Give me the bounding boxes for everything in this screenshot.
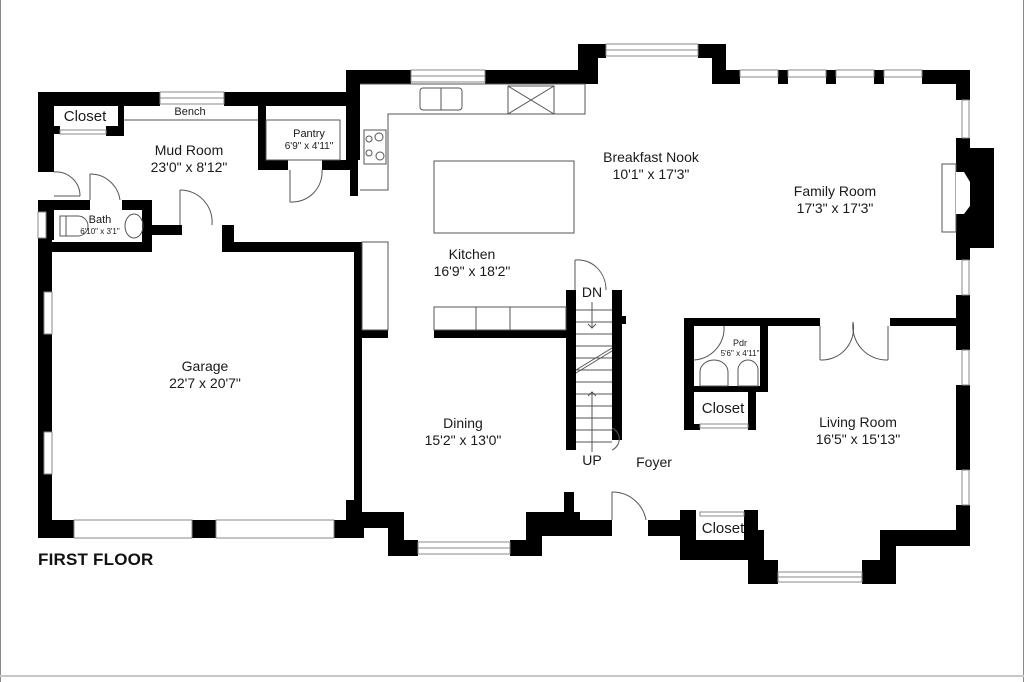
room-dimensions: 10'1" x 17'3" [612,165,690,182]
room-label-family-room: Family Room 17'3" x 17'3" [794,183,876,217]
stair-treads [575,302,613,452]
room-label-powder: Pdr 5'6" x 4'11" [721,338,760,358]
closet-label-powder: Closet [701,400,745,417]
room-dimensions: 22'7 x 20'7" [169,374,241,391]
room-label-pantry: Pantry 6'9" x 4'11" [285,128,334,153]
stairs-down-label: DN [581,284,603,300]
room-label-kitchen: Kitchen 16'9" x 18'2" [434,246,511,280]
room-name: Family Room [793,183,877,199]
exterior-walls [38,44,994,584]
room-name: Pantry [293,128,325,140]
fixtures [53,83,970,521]
room-dimensions: 15'2" x 13'0" [424,431,502,448]
room-dimensions: 6'9" x 4'11" [284,141,334,153]
windows [37,43,970,583]
room-dimensions: 6'10" x 3'1" [80,227,120,237]
room-label-bath: Bath 6'10" x 3'1" [80,214,119,237]
room-dimensions: 5'6" x 4'11" [720,348,760,358]
frame-bottom-border [0,675,1024,677]
room-name: Breakfast Nook [603,149,699,165]
room-dimensions: 17'3" x 17'3" [796,199,874,216]
interior-walls [38,100,960,532]
room-label-garage: Garage 22'7 x 20'7" [169,358,241,392]
floor-title: FIRST FLOOR [38,550,154,569]
room-name: Kitchen [448,246,496,262]
room-label-breakfast-nook: Breakfast Nook 10'1" x 17'3" [603,149,699,183]
room-name: Dining [443,415,483,431]
room-label-mud-room: Mud Room 23'0" x 8'12" [151,142,228,176]
room-name: Bath [88,214,112,226]
frame-left-border [0,0,1,682]
room-name: Mud Room [154,142,224,158]
room-label-living-room: Living Room 16'5" x 15'13" [816,414,901,448]
closet-label-foyer: Closet [701,520,745,537]
closet-label-mud-room: Closet [63,108,107,125]
room-name: Living Room [819,414,897,430]
room-name: Pdr [732,338,747,348]
stairs-up-label: UP [582,452,602,468]
room-dimensions: 16'5" x 15'13" [815,430,901,447]
room-dimensions: 16'9" x 18'2" [433,262,511,279]
room-label-dining: Dining 15'2" x 13'0" [425,415,502,449]
foyer-label: Foyer [636,454,672,470]
room-name: Garage [181,358,229,374]
bench-label: Bench [174,106,206,118]
room-dimensions: 23'0" x 8'12" [150,158,228,175]
